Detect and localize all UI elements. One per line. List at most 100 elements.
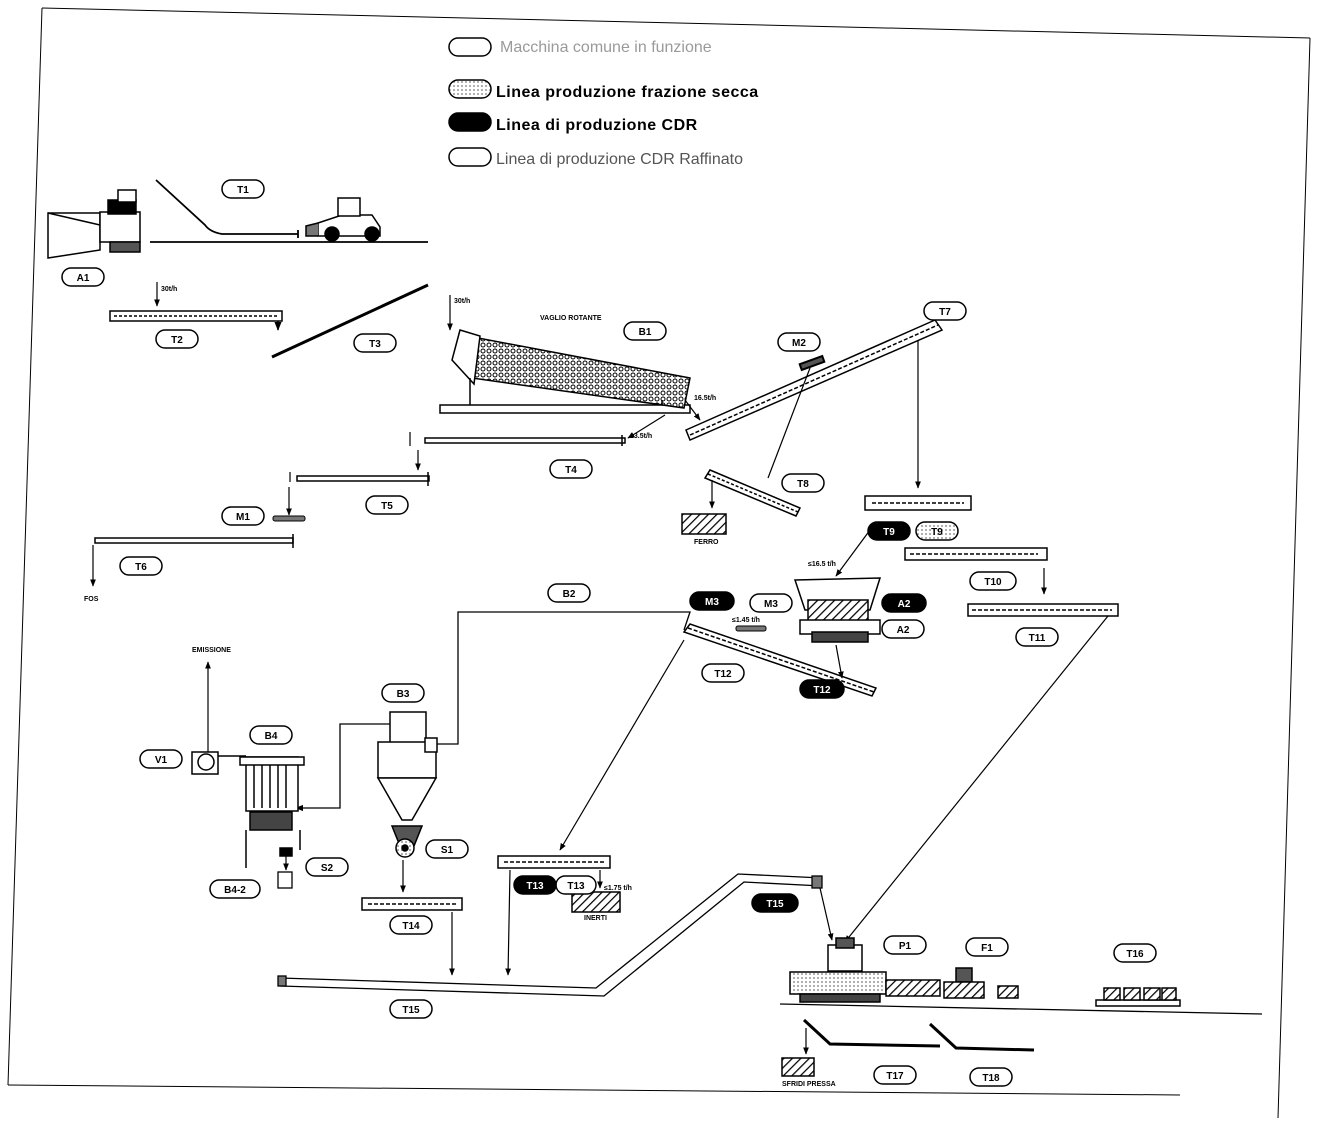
annotations: 30t/h 30t/h VAGLIO ROTANTE 16.5t/h 13.5t…: [84, 286, 836, 1088]
svg-text:T17: T17: [886, 1071, 904, 1082]
magnet-m2: [798, 354, 826, 372]
label-emissione: EMISSIONE: [192, 647, 231, 654]
floor-line: [779, 1003, 1263, 1015]
shredder-a1: [47, 189, 141, 259]
conveyor-t11: [967, 603, 1119, 617]
cyclone-b3: [376, 711, 438, 858]
conveyor-t14: [361, 897, 463, 911]
svg-text:B3: B3: [397, 689, 410, 700]
flow-arrow-t12-t13: [559, 639, 685, 851]
flow-arrow-t13-t15: [505, 869, 512, 976]
legend: Macchina comune in funzione Linea produz…: [448, 37, 758, 168]
flow-rate-oversize: 16.5t/h: [694, 395, 716, 402]
bin-s2: [277, 871, 293, 889]
svg-text:T5: T5: [381, 501, 393, 512]
svg-text:T12: T12: [714, 669, 732, 680]
label-m2: M2: [777, 332, 821, 352]
bin-sfridi: [781, 1057, 815, 1077]
bag-filter-b4: [239, 756, 305, 868]
label-s1: S1: [425, 839, 469, 859]
label-v1: V1: [139, 749, 183, 769]
svg-text:T11: T11: [1029, 633, 1046, 644]
conveyor-t18: [928, 1022, 1035, 1052]
label-t18: T18: [969, 1067, 1013, 1087]
label-a1: A1: [61, 267, 105, 287]
label-t17: T17: [873, 1065, 917, 1085]
svg-text:T3: T3: [369, 339, 381, 350]
label-t6: T6: [119, 556, 163, 576]
label-t9-cdr: T9: [867, 521, 911, 541]
svg-text:T1: T1: [237, 185, 249, 196]
loader-vehicle: [305, 197, 381, 242]
conveyor-t7: [685, 319, 944, 441]
legend-item-cdr: Linea di produzione CDR: [496, 117, 698, 134]
label-t3: T3: [353, 333, 397, 353]
svg-text:T8: T8: [797, 479, 809, 490]
svg-text:V1: V1: [155, 755, 168, 766]
svg-text:B4-2: B4-2: [224, 885, 246, 896]
svg-text:T14: T14: [402, 921, 420, 932]
label-f1: F1: [965, 937, 1009, 957]
label-t8: T8: [781, 473, 825, 493]
conveyor-t8: [703, 469, 802, 517]
label-t1: T1: [221, 179, 265, 199]
flow-arrow-b1-t7: [684, 399, 701, 421]
label-t10: T10: [969, 571, 1017, 591]
svg-text:A2: A2: [897, 625, 910, 636]
svg-text:M2: M2: [792, 338, 806, 349]
conveyor-t10: [904, 547, 1048, 561]
label-p1: P1: [883, 935, 927, 955]
flow-arrow-t15-p1: [819, 887, 834, 941]
conveyor-t4: [424, 435, 626, 446]
label-m3-cdr: M3: [689, 591, 735, 611]
binder-f1: [943, 967, 1019, 999]
label-t14: T14: [389, 915, 433, 935]
label-t12: T12: [701, 663, 745, 683]
svg-text:A2: A2: [898, 599, 911, 610]
conveyor-t15: [277, 873, 823, 997]
label-ferro: FERRO: [694, 539, 719, 546]
label-b4: B4: [249, 725, 293, 745]
label-m3: M3: [749, 593, 793, 613]
svg-text:T4: T4: [565, 465, 577, 476]
label-t16: T16: [1113, 943, 1157, 963]
svg-text:T15: T15: [766, 899, 784, 910]
label-t11: T11: [1015, 627, 1059, 647]
conveyor-t12: [682, 623, 878, 697]
conveyor-t6: [94, 534, 294, 548]
label-t15: T15: [389, 999, 433, 1019]
conveyor-t1: [150, 179, 428, 243]
svg-text:B4: B4: [265, 731, 278, 742]
page-frame: [7, 7, 1311, 1119]
duct-b2: [435, 611, 691, 745]
bin-ferro: [681, 513, 727, 535]
label-b2: B2: [547, 583, 591, 603]
flow-line-m2: [767, 367, 811, 479]
flow-rate-undersize: 13.5t/h: [630, 433, 652, 440]
flow-rate-a2-in: ≤16.5 t/h: [808, 561, 836, 568]
svg-text:T10: T10: [984, 577, 1002, 588]
shredder-a2: [793, 577, 882, 643]
conveyor-t16: [1095, 987, 1181, 1007]
label-t12-cdr: T12: [799, 679, 845, 699]
flow-rate-b1-in: 30t/h: [454, 298, 470, 305]
svg-text:T12: T12: [813, 685, 831, 696]
label-fos: FOS: [84, 596, 99, 603]
svg-text:M3: M3: [764, 599, 778, 610]
label-t7: T7: [923, 301, 967, 321]
label-vaglio-rotante: VAGLIO ROTANTE: [540, 315, 602, 322]
duct-b3-b4: [295, 723, 390, 812]
flow-arrow-t11-p1: [844, 615, 1109, 943]
label-t5: T5: [365, 495, 409, 515]
legend-item-common: Macchina comune in funzione: [500, 39, 712, 56]
svg-text:B2: B2: [563, 589, 576, 600]
label-b4-2: B4-2: [209, 879, 261, 899]
svg-text:S2: S2: [321, 863, 334, 874]
svg-text:P1: P1: [899, 941, 912, 952]
svg-text:T15: T15: [402, 1005, 420, 1016]
svg-text:T6: T6: [135, 562, 147, 573]
legend-item-cdr-refined: Linea di produzione CDR Raffinato: [496, 151, 743, 168]
svg-text:T16: T16: [1126, 949, 1144, 960]
flow-rate-inerti: ≤1.75 t/h: [604, 885, 632, 892]
